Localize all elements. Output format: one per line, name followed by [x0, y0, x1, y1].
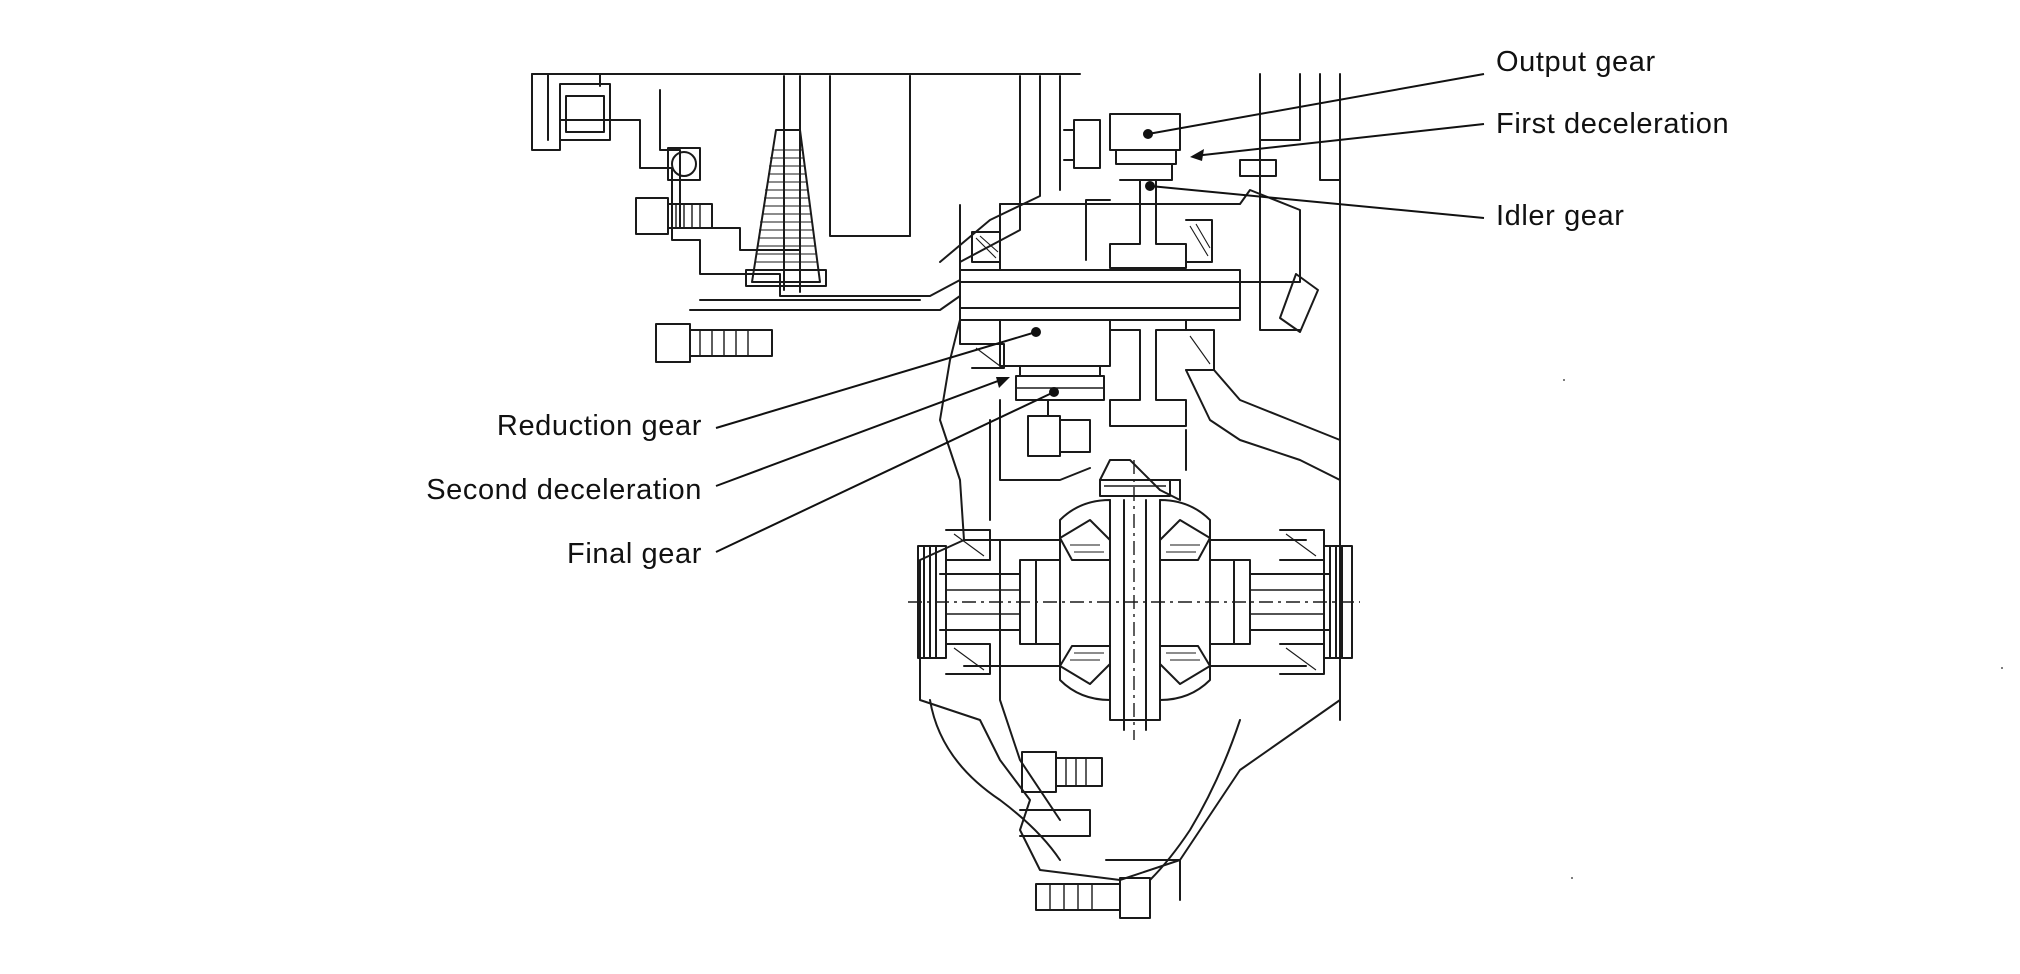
idler-gear-label: Idler gear	[1496, 200, 1625, 232]
second-deceleration-leader	[715, 377, 1007, 487]
output-gear-label: Output gear	[1496, 46, 1656, 78]
first-deceleration-arrow	[1190, 149, 1204, 161]
final-gear-leader	[715, 391, 1055, 553]
reduction-gear-shaft	[959, 189, 1301, 481]
idler-gear-leader	[1149, 185, 1485, 219]
second-deceleration-arrow	[996, 377, 1010, 388]
differential-assembly	[908, 460, 1360, 740]
lower-case-outline	[919, 319, 1341, 919]
upper-housing	[531, 73, 1341, 721]
final-gear-label: Final gear	[567, 538, 702, 570]
leader-lines	[715, 73, 1485, 553]
second-deceleration-label: Second deceleration	[426, 474, 702, 506]
reduction-gear-label: Reduction gear	[496, 410, 702, 442]
first-deceleration-leader	[1193, 123, 1485, 157]
reduction-gear-leader	[715, 331, 1037, 429]
idler-gear-stack	[1063, 113, 1319, 333]
output-gear-leader	[1147, 73, 1485, 135]
first-deceleration-label: First deceleration	[1496, 108, 1730, 140]
